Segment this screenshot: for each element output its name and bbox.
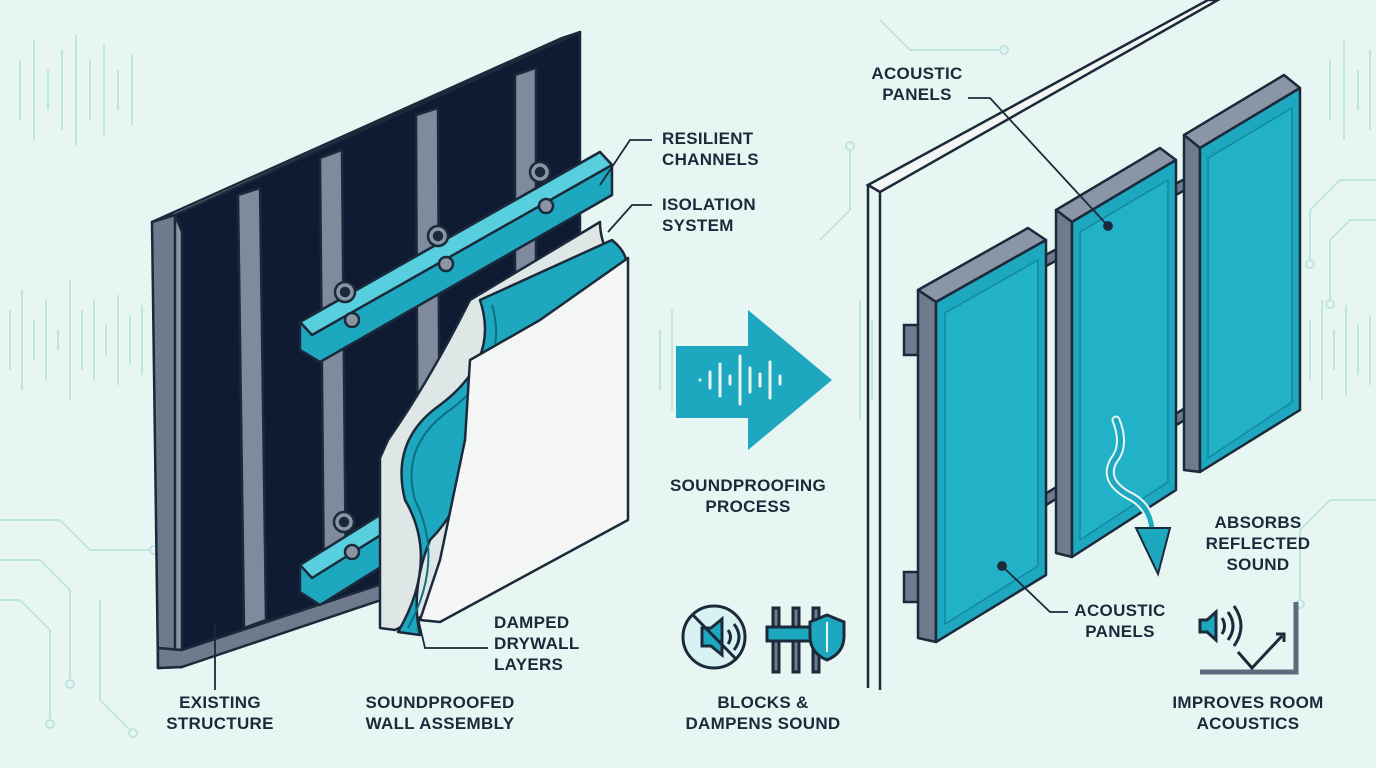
speaker-sound-icon: [1198, 605, 1243, 647]
absorbed-sound-arrow: [1105, 415, 1172, 577]
acoustic-panels: [916, 73, 1302, 644]
acoustic-panel-3: [1182, 73, 1302, 474]
acoustic-panel-1: [916, 226, 1048, 644]
label-absorbs-reflected: ABSORBS REFLECTED SOUND: [1205, 513, 1311, 574]
resilient-channels: [298, 150, 614, 607]
label-acoustic-panels-bottom: ACOUSTIC PANELS: [1074, 601, 1166, 641]
barrier-shield-icon: [765, 606, 846, 674]
frame-left-post-front: [173, 213, 184, 669]
waveform-right: [659, 40, 1371, 420]
process-arrow: [676, 310, 832, 450]
circuit-traces: [0, 19, 1376, 738]
label-acoustic-panels-top: ACOUSTIC PANELS: [871, 64, 963, 104]
room-wall: [865, 0, 1221, 690]
background-decoration: [0, 19, 1376, 738]
label-improves-acoustics: IMPROVES ROOM ACOUSTICS: [1172, 693, 1324, 733]
muted-speaker-icon: [681, 604, 747, 670]
label-soundproofed-wall: SOUNDPROOFED WALL ASSEMBLY: [365, 693, 515, 733]
label-existing-structure: EXISTING STRUCTURE: [166, 693, 274, 733]
label-blocks-dampens: BLOCKS & DAMPENS SOUND: [685, 693, 841, 733]
arrow-waveform: [698, 354, 782, 406]
drywall-front-sheet: [418, 256, 630, 624]
acoustic-panel-2: [1054, 146, 1178, 559]
leader-lines-right: [968, 97, 1113, 613]
label-isolation-system: ISOLATION SYSTEM: [662, 195, 756, 235]
leader-lines-left: [214, 139, 652, 690]
label-damped-drywall: DAMPED DRYWALL LAYERS: [494, 613, 580, 674]
arrow-right-icon: [676, 310, 832, 450]
label-soundproofing-process: SOUNDPROOFING PROCESS: [670, 476, 826, 516]
reflection-angle-icon: [1200, 602, 1299, 675]
waveform-left: [9, 35, 143, 400]
channel-bolts: [332, 160, 555, 561]
drywall-layers: [378, 220, 630, 637]
label-resilient-channels: RESILIENT CHANNELS: [662, 129, 759, 169]
